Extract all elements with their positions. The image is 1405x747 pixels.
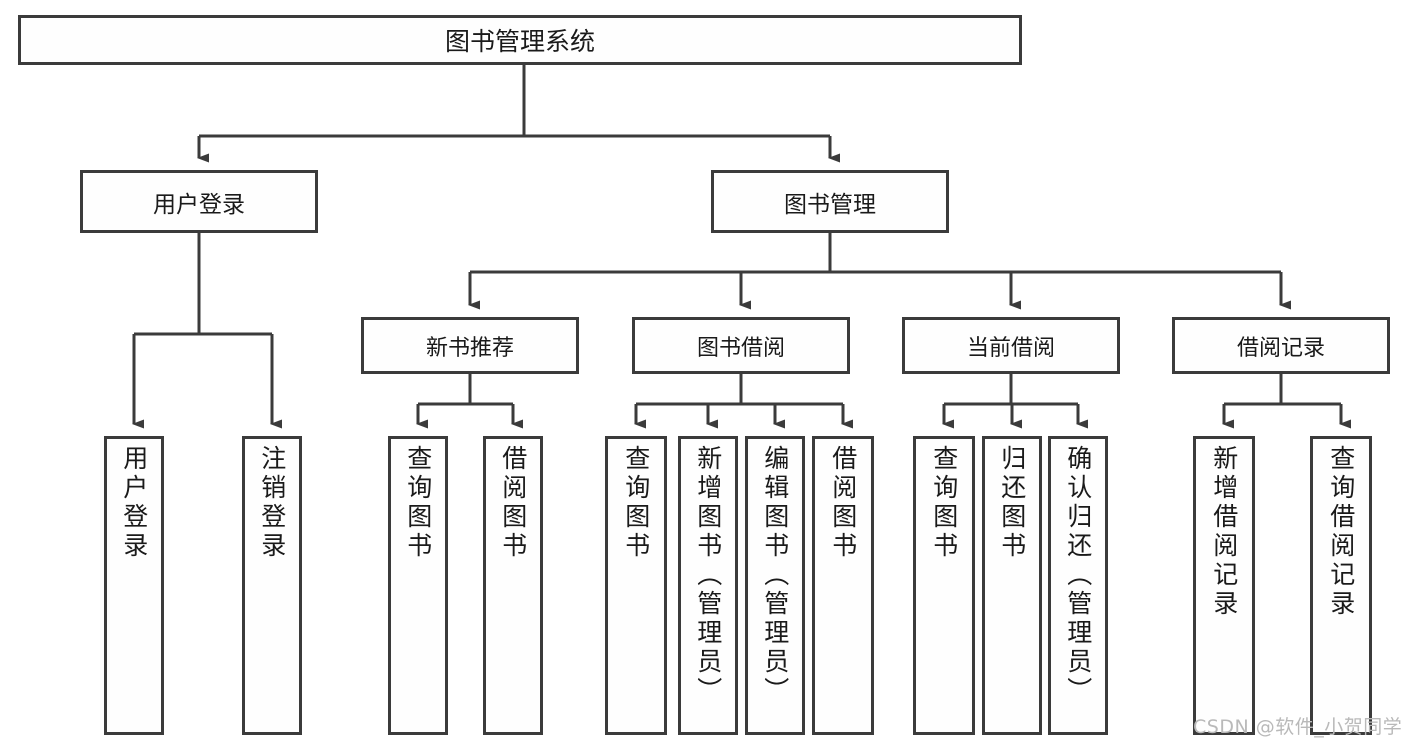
node-leaf-confirm-return[interactable]: 确认归还（管理员） [1048,436,1108,735]
node-user-login[interactable]: 用户登录 [80,170,318,233]
node-leaf-query-record[interactable]: 查询借阅记录 [1310,436,1372,735]
node-leaf-query-record-label: 查询借阅记录 [1326,445,1356,619]
node-leaf-query-book-2[interactable]: 查询图书 [605,436,667,735]
node-leaf-query-book-2-label: 查询图书 [621,445,651,561]
node-leaf-query-book-1-label: 查询图书 [403,445,433,561]
node-leaf-user-login-label: 用户登录 [119,445,149,561]
node-leaf-return-book[interactable]: 归还图书 [982,436,1042,735]
node-book-borrow[interactable]: 图书借阅 [632,317,850,374]
node-new-book-rec-label: 新书推荐 [425,335,514,361]
node-leaf-query-book-1[interactable]: 查询图书 [388,436,448,735]
node-current-borrow-label: 当前借阅 [966,335,1055,361]
node-leaf-logout[interactable]: 注销登录 [242,436,302,735]
node-leaf-confirm-return-label: 确认归还（管理员） [1063,445,1093,706]
node-book-borrow-label: 图书借阅 [696,335,785,361]
node-leaf-user-login[interactable]: 用户登录 [104,436,164,735]
node-leaf-borrow-book-2[interactable]: 借阅图书 [812,436,874,735]
node-leaf-add-record-label: 新增借阅记录 [1209,445,1239,619]
node-leaf-query-book-3-label: 查询图书 [929,445,959,561]
node-borrow-record-label: 借阅记录 [1236,335,1325,361]
node-user-login-label: 用户登录 [153,191,245,218]
node-root[interactable]: 图书管理系统 [18,15,1022,65]
node-leaf-return-book-label: 归还图书 [997,445,1027,561]
node-root-label: 图书管理系统 [444,27,595,56]
node-book-mgmt-label: 图书管理 [784,191,876,218]
node-leaf-borrow-book-1[interactable]: 借阅图书 [483,436,543,735]
node-borrow-record[interactable]: 借阅记录 [1172,317,1390,374]
node-leaf-borrow-book-2-label: 借阅图书 [828,445,858,561]
node-leaf-edit-book-label: 编辑图书（管理员） [760,445,790,706]
node-leaf-add-record[interactable]: 新增借阅记录 [1193,436,1255,735]
node-leaf-borrow-book-1-label: 借阅图书 [498,445,528,561]
node-book-mgmt[interactable]: 图书管理 [711,170,949,233]
node-leaf-add-book-label: 新增图书（管理员） [693,445,723,706]
node-leaf-query-book-3[interactable]: 查询图书 [913,436,975,735]
node-leaf-add-book[interactable]: 新增图书（管理员） [678,436,738,735]
node-current-borrow[interactable]: 当前借阅 [902,317,1120,374]
node-leaf-logout-label: 注销登录 [257,445,287,561]
node-leaf-edit-book[interactable]: 编辑图书（管理员） [745,436,805,735]
node-new-book-rec[interactable]: 新书推荐 [361,317,579,374]
